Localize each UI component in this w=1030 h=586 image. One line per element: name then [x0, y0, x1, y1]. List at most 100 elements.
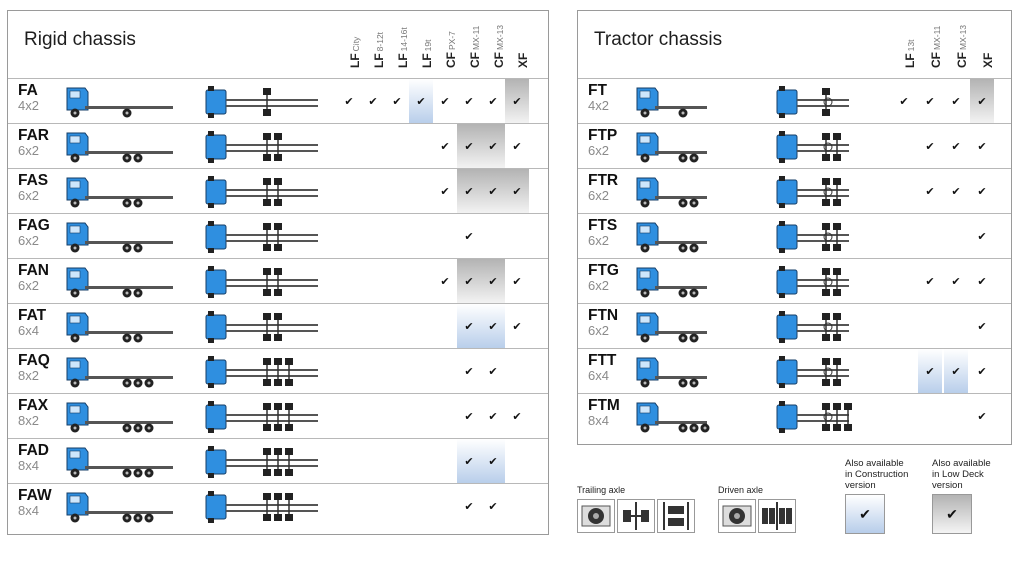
column-model: LF	[348, 53, 362, 68]
availability-cell	[944, 214, 968, 259]
availability-cell	[337, 349, 361, 394]
availability-cell	[361, 349, 385, 394]
truck-side-view-icon	[633, 129, 753, 170]
availability-cell: ✔	[944, 259, 968, 304]
check-icon: ✔	[899, 95, 909, 108]
check-icon: ✔	[464, 230, 474, 243]
truck-top-view-icon	[203, 219, 323, 260]
availability-cell: ✔	[918, 259, 942, 304]
axle-configuration: 4x2	[588, 98, 609, 113]
check-icon: ✔	[512, 140, 522, 153]
availability-cell	[505, 214, 529, 259]
column-model: LF	[420, 53, 434, 68]
rigid-column-header: LFCity	[337, 19, 362, 81]
availability-cell: ✔	[970, 124, 994, 169]
trailing-axle-label: Trailing axle	[577, 485, 626, 495]
check-icon: ✔	[464, 365, 474, 378]
availability-cell	[385, 214, 409, 259]
availability-cell: ✔	[944, 79, 968, 124]
check-icon: ✔	[488, 320, 498, 333]
truck-side-view-icon	[633, 219, 753, 260]
axle-configuration: 8x2	[18, 368, 39, 383]
availability-cell: ✔	[481, 439, 505, 484]
availability-cell	[409, 304, 433, 349]
check-icon: ✔	[512, 320, 522, 333]
axle-configuration: 6x4	[18, 323, 39, 338]
availability-cell	[361, 439, 385, 484]
truck-side-view-icon	[633, 399, 753, 440]
availability-cell: ✔	[970, 349, 994, 394]
check-icon: ✔	[392, 95, 402, 108]
truck-side-view-icon	[63, 309, 183, 350]
availability-cell: ✔	[361, 79, 385, 124]
availability-cell	[361, 214, 385, 259]
availability-cell: ✔	[433, 259, 457, 304]
truck-top-view-icon	[774, 399, 894, 440]
truck-top-view-icon	[774, 129, 894, 170]
column-model: CF	[955, 52, 969, 68]
rigid-column-header: CFMX-11	[457, 19, 482, 81]
availability-cell: ✔	[481, 169, 505, 214]
check-icon: ✔	[488, 365, 498, 378]
availability-cell	[409, 484, 433, 529]
column-model: CF	[468, 52, 482, 68]
check-icon: ✔	[512, 410, 522, 423]
availability-cell	[409, 439, 433, 484]
availability-cell	[409, 169, 433, 214]
availability-cell: ✔	[457, 259, 481, 304]
column-model: XF	[981, 52, 995, 68]
availability-cell	[409, 124, 433, 169]
availability-cell	[918, 304, 942, 349]
check-icon: ✔	[464, 275, 474, 288]
availability-cell: ✔	[457, 214, 481, 259]
availability-cell	[385, 349, 409, 394]
column-model: CF	[929, 52, 943, 68]
tractor-column-header: CFMX-13	[944, 19, 969, 81]
availability-cell	[361, 484, 385, 529]
availability-cell	[337, 169, 361, 214]
rigid-column-header: LF14-16t	[385, 19, 410, 81]
check-icon: ✔	[512, 95, 522, 108]
column-model: LF	[396, 53, 410, 68]
axle-configuration: 6x2	[588, 278, 609, 293]
check-icon: ✔	[977, 320, 987, 333]
check-icon: ✔	[859, 506, 871, 522]
check-icon: ✔	[416, 95, 426, 108]
availability-cell: ✔	[481, 124, 505, 169]
trailing-axle-wheel-icon	[577, 499, 615, 533]
availability-cell	[385, 124, 409, 169]
truck-top-view-icon	[203, 354, 323, 395]
check-icon: ✔	[464, 320, 474, 333]
availability-cell: ✔	[970, 259, 994, 304]
availability-cell: ✔	[457, 349, 481, 394]
availability-cell: ✔	[481, 349, 505, 394]
column-header-text: XF	[981, 52, 995, 68]
check-icon: ✔	[951, 95, 961, 108]
tractor-column-header: XF	[970, 19, 995, 81]
check-icon: ✔	[925, 275, 935, 288]
check-icon: ✔	[951, 365, 961, 378]
availability-cell: ✔	[385, 79, 409, 124]
availability-cell: ✔	[481, 79, 505, 124]
truck-top-view-icon	[774, 264, 894, 305]
availability-cell	[892, 349, 916, 394]
availability-cell	[433, 439, 457, 484]
legend-construction-line1: Also available	[845, 458, 904, 469]
column-header-text: LF13t	[903, 40, 917, 69]
check-icon: ✔	[440, 275, 450, 288]
check-icon: ✔	[977, 185, 987, 198]
axle-configuration: 6x2	[588, 323, 609, 338]
axle-configuration: 6x2	[18, 188, 39, 203]
chassis-code: FT	[588, 82, 607, 99]
truck-side-view-icon	[63, 174, 183, 215]
truck-top-view-icon	[203, 84, 323, 125]
chassis-code: FAG	[18, 217, 50, 234]
availability-cell	[361, 394, 385, 439]
